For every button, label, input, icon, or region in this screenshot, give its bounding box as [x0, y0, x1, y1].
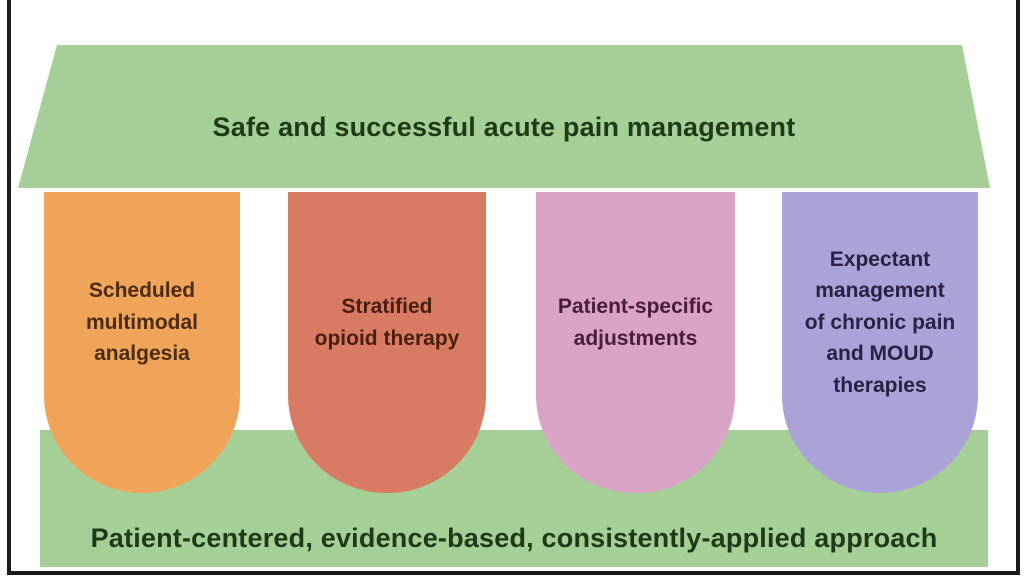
- base-label: Patient-centered, evidence-based, consis…: [90, 523, 938, 553]
- pillar-stratified-opioid-therapy: Stratified opioid therapy: [288, 192, 486, 493]
- pillar-label-expectant-management-moud: Expectant management of chronic pain and…: [804, 247, 956, 397]
- pillar-expectant-management-moud: Expectant management of chronic pain and…: [782, 192, 978, 493]
- pillar-label-patient-specific-adjustments: Patient-specific adjustments: [557, 295, 714, 350]
- pillar-patient-specific-adjustments: Patient-specific adjustments: [536, 192, 735, 493]
- pillar-label-stratified-opioid-therapy: Stratified opioid therapy: [314, 295, 460, 350]
- roof-label: Safe and successful acute pain managemen…: [212, 111, 796, 142]
- pillar-label-scheduled-multimodal-analgesia: Scheduled multimodal analgesia: [85, 279, 198, 366]
- pillar-scheduled-multimodal-analgesia: Scheduled multimodal analgesia: [44, 192, 240, 493]
- roof-safe-successful-management: Safe and successful acute pain managemen…: [18, 45, 990, 188]
